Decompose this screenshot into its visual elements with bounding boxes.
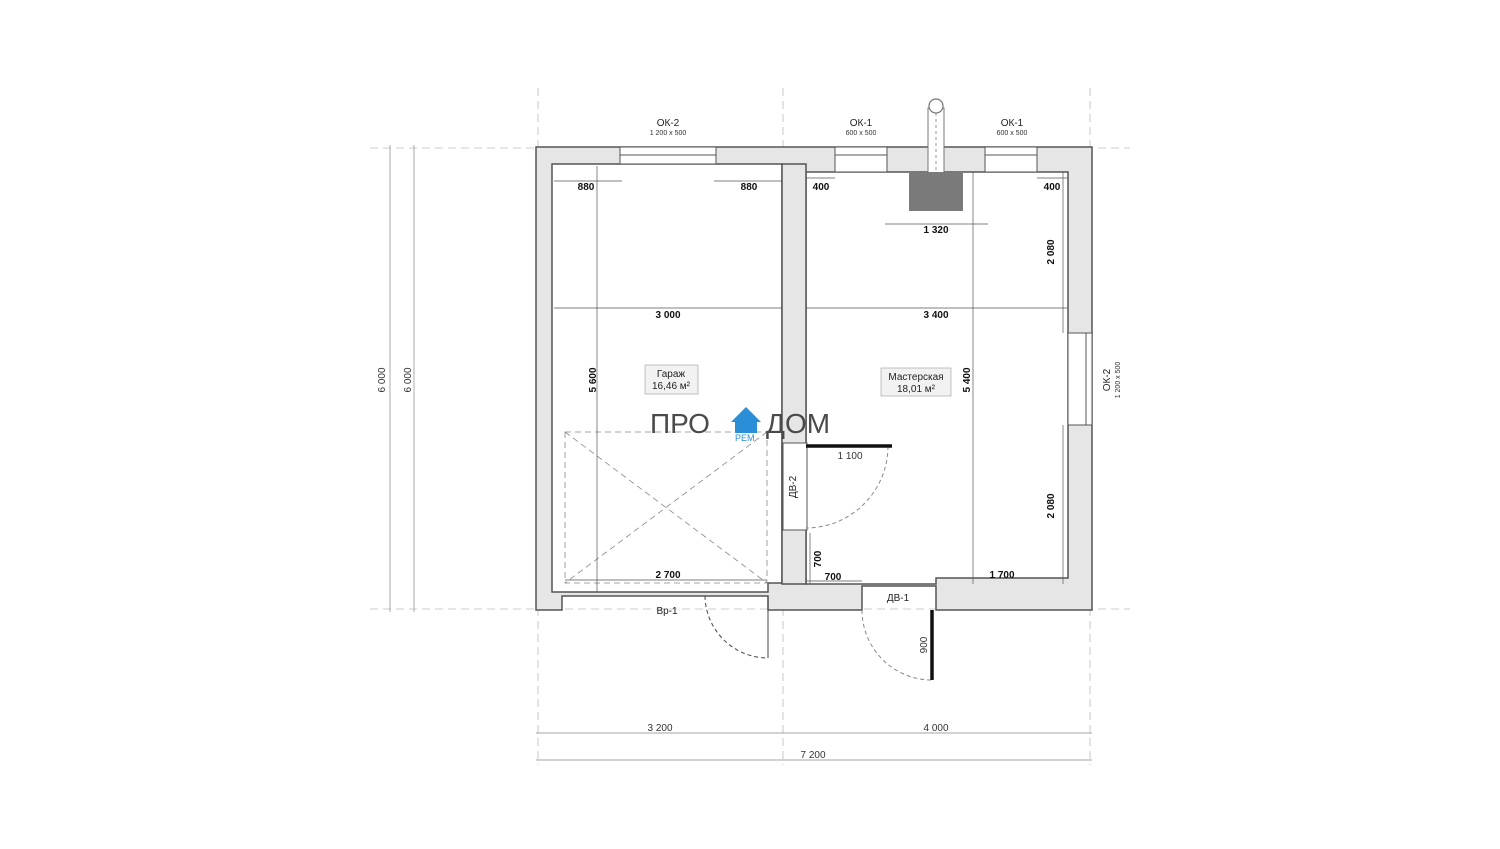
dim-workshop-right-gap: 400: [1044, 182, 1061, 193]
logo-text-left: ПРО: [650, 408, 710, 439]
stove: [909, 172, 963, 211]
dim-garage-right-gap: 880: [741, 182, 758, 193]
dim-right-width: 4 000: [923, 723, 948, 734]
window-size-right: 1 200 x 500: [1115, 362, 1122, 399]
window-top-mid: [834, 146, 888, 173]
logo-text-sub: РЕМ: [735, 433, 755, 443]
dim-workshop-height: 5 400: [962, 367, 973, 392]
door-swing-width: 900: [919, 636, 930, 653]
logo-house-icon: [731, 407, 761, 433]
window-label-top-left: ОК-2: [657, 118, 680, 129]
window-size-top-mid: 600 x 500: [846, 130, 877, 137]
dim-inner-door: 1 100: [837, 451, 862, 462]
dim-overall-height-outer: 6 000: [377, 367, 388, 392]
window-size-top-right: 600 x 500: [997, 130, 1028, 137]
dim-small-v: 700: [813, 550, 824, 567]
room-name-workshop: Мастерская: [888, 372, 943, 383]
dim-lower-right: 2 080: [1046, 493, 1057, 518]
window-label-top-mid: ОК-1: [850, 118, 873, 129]
dim-overall-height-inner: 6 000: [403, 367, 414, 392]
dim-stove: 1 320: [923, 225, 948, 236]
room-area-garage: 16,46 м²: [652, 381, 691, 392]
dim-garage-height: 5 600: [588, 367, 599, 392]
dim-garage-width: 3 000: [655, 310, 680, 321]
gate-area: [564, 431, 768, 584]
dim-workshop-width: 3 400: [923, 310, 948, 321]
dim-workshop-left-gap: 400: [813, 182, 830, 193]
room-name-garage: Гараж: [657, 369, 686, 380]
door-swings: [704, 445, 933, 681]
logo-text-right: ДОМ: [766, 408, 830, 439]
outer-dimension-lines: [389, 145, 1092, 761]
window-label-top-right: ОК-1: [1001, 118, 1024, 129]
room-tag-workshop: Мастерская 18,01 м²: [880, 367, 952, 397]
dimension-lines: [554, 166, 1068, 592]
door-opening-dv2: [782, 442, 808, 531]
dim-gate-width: 2 700: [655, 570, 680, 581]
dim-bottom-right: 1 700: [989, 570, 1014, 581]
chimney: [927, 98, 945, 179]
windows: [619, 146, 1093, 426]
room-area-workshop: 18,01 м²: [897, 384, 936, 395]
dim-garage-left-gap: 880: [578, 182, 595, 193]
door-label-gate: Вр-1: [656, 606, 678, 617]
logo-watermark: ПРО РЕМ ДОМ: [650, 407, 830, 443]
window-top-right: [984, 146, 1038, 173]
window-label-right: ОК-2: [1102, 368, 1113, 391]
dim-small-h: 700: [825, 572, 842, 583]
door-label-outer: ДВ-1: [887, 593, 910, 604]
door-label-inner: ДВ-2: [788, 475, 799, 498]
dim-left-width: 3 200: [647, 723, 672, 734]
walls: [535, 146, 1093, 611]
window-size-top-left: 1 200 x 500: [650, 130, 687, 137]
dim-upper-right: 2 080: [1046, 239, 1057, 264]
room-tag-garage: Гараж 16,46 м²: [644, 364, 699, 395]
dim-total-width: 7 200: [800, 750, 825, 761]
window-right: [1067, 332, 1093, 426]
